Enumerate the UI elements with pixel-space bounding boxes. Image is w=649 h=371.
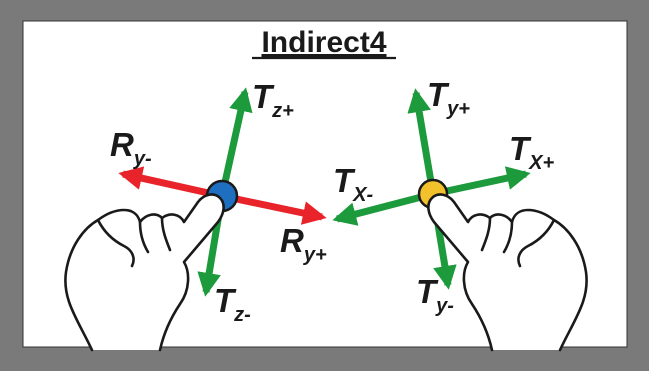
tz-plus-arrow xyxy=(218,87,253,197)
label-tx-plus: TX+ xyxy=(509,130,555,174)
label-ty-plus: Ty+ xyxy=(427,76,470,120)
page-title: Indirect4 xyxy=(261,26,386,59)
label-tz-minus: Tz- xyxy=(214,282,251,326)
pointing-hand-icon xyxy=(64,193,225,352)
tx-plus-arrow xyxy=(432,166,531,198)
left-interaction-group: Tz+ Ry- Ry+ Tz- xyxy=(64,78,327,352)
tx-minus-arrow xyxy=(332,190,434,226)
label-ry-plus: Ry+ xyxy=(280,222,327,266)
ty-plus-arrow xyxy=(407,88,437,195)
label-ry-minus: Ry- xyxy=(110,126,152,170)
label-tx-minus: TX- xyxy=(333,162,374,206)
pointing-hand-icon xyxy=(427,193,588,352)
right-interaction-group: Ty+ TX- TX+ Ty- xyxy=(332,76,588,352)
ry-plus-arrow xyxy=(221,192,327,225)
ry-minus-arrow xyxy=(118,166,223,200)
label-tz-plus: Tz+ xyxy=(252,78,294,122)
label-ty-minus: Ty- xyxy=(416,273,454,317)
